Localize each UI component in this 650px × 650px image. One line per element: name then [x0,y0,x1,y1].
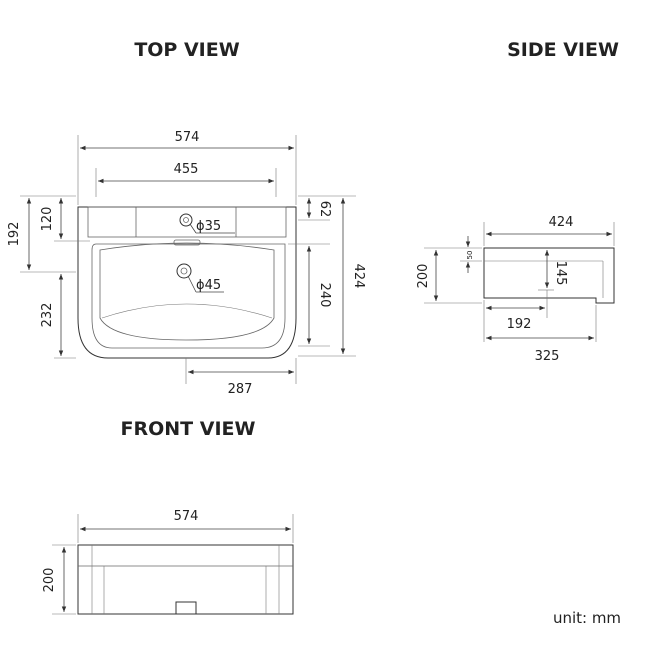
top-view-outline [77,206,297,359]
dim-left-232: 232 [40,303,55,328]
overflow-slot [173,239,201,246]
tap-hole [179,213,235,234]
front-dim-200: 200 [42,568,57,593]
dim-right-62: 62 [317,201,332,218]
dim-right-240: 240 [317,283,332,308]
dim-left-192: 192 [7,222,22,247]
front-dim-574: 574 [174,509,199,524]
top-view-title: TOP VIEW [134,39,239,61]
dim-right-424: 424 [351,264,366,289]
side-dim-145: 145 [553,261,568,286]
dim-left-120: 120 [40,207,55,232]
side-view-title: SIDE VIEW [507,39,619,61]
side-dim-424: 424 [549,215,574,230]
waste-hole [176,263,224,293]
dim-width-455: 455 [174,162,199,177]
waste-hole-diameter-label: ϕ45 [196,278,221,293]
side-view-profile [483,247,615,304]
front-view-waste-outlet [175,601,197,615]
side-dim-50: 50 [466,251,474,260]
front-view: 574 200 [42,509,294,615]
top-view-deck [87,206,287,238]
front-view-body [77,544,294,615]
dim-width-574: 574 [175,130,200,145]
front-view-title: FRONT VIEW [121,418,256,440]
top-view: ϕ35 ϕ45 574 455 192 120 232 [7,130,366,397]
side-view: 424 200 50 145 192 325 [416,215,615,364]
tap-hole-diameter-label: ϕ35 [196,219,221,234]
top-view-bowl [91,243,286,349]
side-dim-192: 192 [507,317,532,332]
side-dim-325: 325 [535,349,560,364]
side-dim-200: 200 [416,264,431,289]
dim-bottom-287: 287 [228,382,253,397]
unit-label: unit: mm [553,609,621,627]
